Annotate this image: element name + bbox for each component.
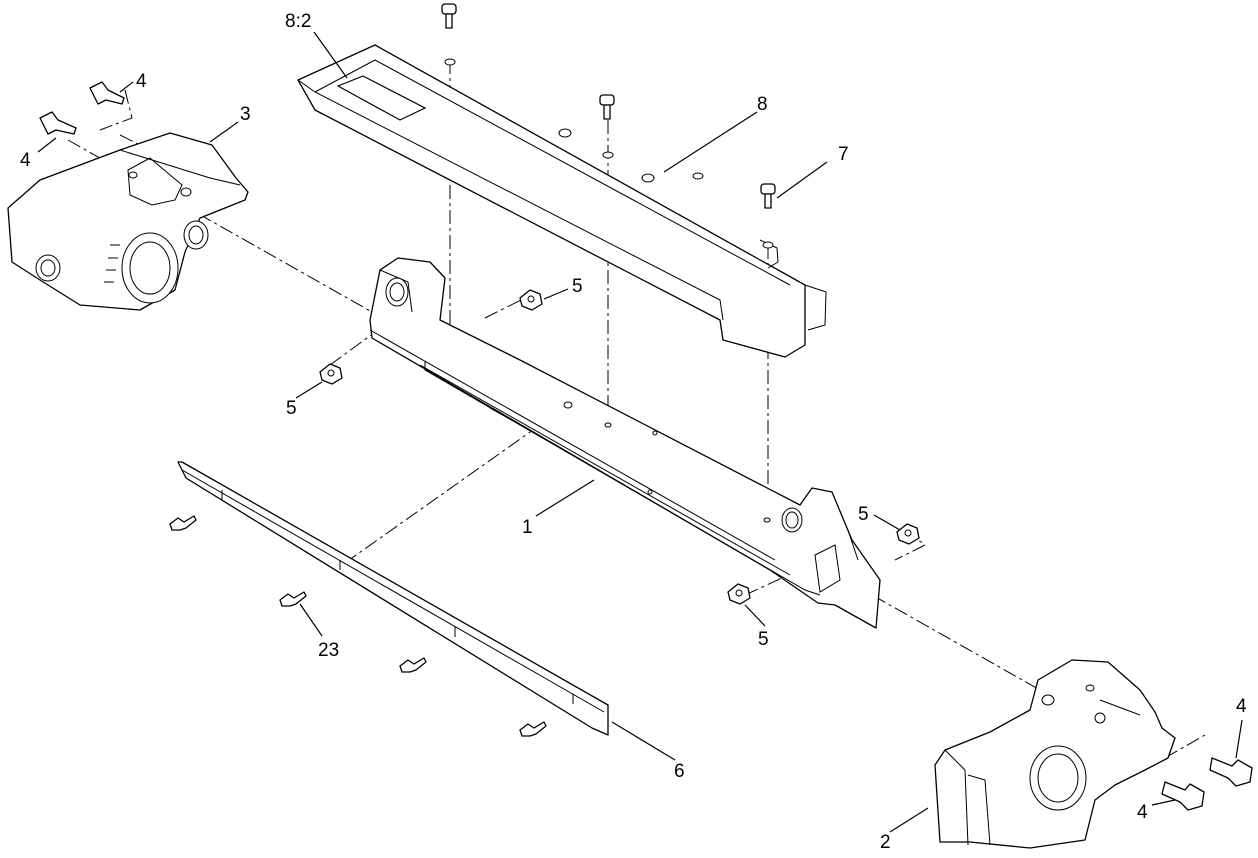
bolt-part-23-a [169, 515, 197, 531]
callout-6: 6 [674, 761, 685, 782]
callout-7: 7 [838, 144, 849, 165]
screw-part-7-a [441, 3, 457, 29]
bolt-part-23-d [519, 721, 547, 737]
assembly-centerlines [67, 60, 1206, 756]
bolt-part-4-c [1209, 757, 1253, 787]
callout-8-2: 8:2 [285, 11, 311, 32]
decal-8-2 [336, 75, 427, 121]
callout-4-right-bottom: 4 [1137, 802, 1148, 823]
bolt-part-4-b [39, 111, 77, 135]
callout-5-right: 5 [858, 504, 869, 525]
callout-4-left: 4 [20, 150, 31, 171]
nut-part-5-b [319, 363, 343, 385]
nut-part-5-c [896, 523, 920, 545]
bolt-part-4-d [1161, 781, 1205, 811]
screw-part-7-c [760, 183, 776, 209]
callout-23: 23 [318, 640, 339, 661]
bearing-housing-part-2 [934, 659, 1176, 849]
callout-1: 1 [522, 517, 533, 538]
callout-labels: 8:2 8 7 3 4 4 5 5 1 5 5 23 6 4 4 2 [20, 11, 1247, 853]
main-frame-part-1 [369, 257, 881, 629]
callout-5-upper: 5 [572, 276, 583, 297]
callout-4-top: 4 [136, 71, 147, 92]
bolt-part-4-a [89, 81, 125, 105]
bearing-housing-part-3 [7, 132, 249, 311]
callout-5-lower: 5 [758, 629, 769, 650]
callout-3: 3 [240, 104, 251, 125]
callout-8: 8 [757, 94, 768, 115]
callout-4-right-top: 4 [1236, 696, 1247, 717]
callout-2: 2 [880, 832, 891, 853]
leader-lines [37, 31, 1243, 833]
cover-plate-part-8 [297, 44, 827, 358]
scraper-bar-part-6 [177, 461, 609, 736]
bolt-part-23-c [399, 657, 427, 673]
nut-part-5-d [727, 583, 751, 605]
callout-5-left: 5 [286, 398, 297, 419]
nut-part-5-a [519, 289, 543, 311]
screw-part-7-b [599, 94, 615, 120]
bolt-part-23-b [279, 591, 307, 607]
